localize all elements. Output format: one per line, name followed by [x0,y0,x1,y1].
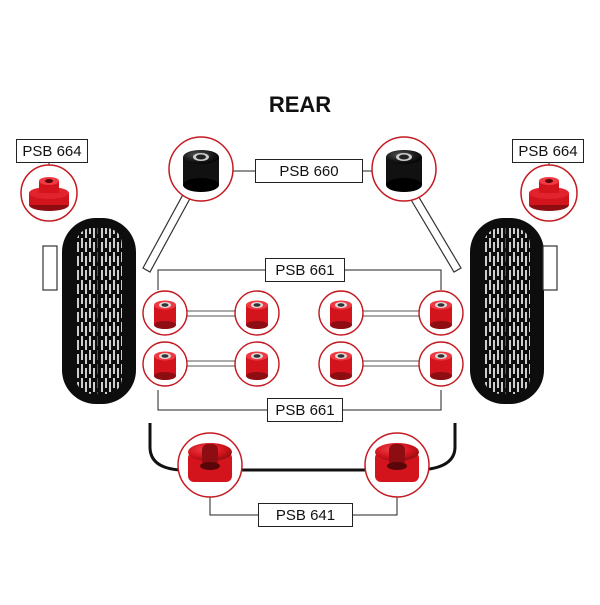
lower-link-left [179,360,241,367]
tire-right [470,218,544,404]
psb641-connector-left [209,495,258,516]
tire-left [62,218,136,404]
psb664-bushing-right [520,164,578,222]
psb661-upper-connector-right [345,269,442,290]
psb664-bushing-left [20,164,78,222]
mount-post-left [42,245,58,291]
psb661-bushing-5 [142,341,188,387]
stabilizer-bar [148,423,457,472]
psb661-bushing-7 [318,341,364,387]
psb661-bushing-2 [234,290,280,336]
psb641-bushing-left [177,432,243,498]
psb661-bushing-3 [318,290,364,336]
psb661-bushing-6 [234,341,280,387]
psb661-lower-connector-right [343,390,442,411]
psb661-bushing-1 [142,290,188,336]
lower-link-right [361,360,423,367]
diagram-title: REAR [268,92,332,117]
diagonal-link-left [142,188,194,273]
upper-link-left [179,310,241,317]
label-psb661-upper: PSB 661 [265,258,345,282]
psb641-connector-right [353,495,398,516]
psb660-bushing-left [168,136,234,202]
label-psb660: PSB 660 [255,159,363,183]
label-psb664-left: PSB 664 [16,139,88,163]
mount-post-right [542,245,558,291]
psb661-bushings [142,290,464,387]
psb661-lower-connector-left [157,390,267,411]
label-psb664-right: PSB 664 [512,139,584,163]
psb661-bushing-4 [418,290,464,336]
connector-lines [48,163,550,516]
diagonal-link-right [406,188,462,273]
psb661-upper-connector-left [157,269,265,290]
label-psb641: PSB 641 [258,503,353,527]
psb661-bushing-8 [418,341,464,387]
upper-link-right [361,310,423,317]
label-psb661-lower: PSB 661 [267,398,343,422]
psb660-bushing-right [371,136,437,202]
psb641-bushing-right [364,432,430,498]
